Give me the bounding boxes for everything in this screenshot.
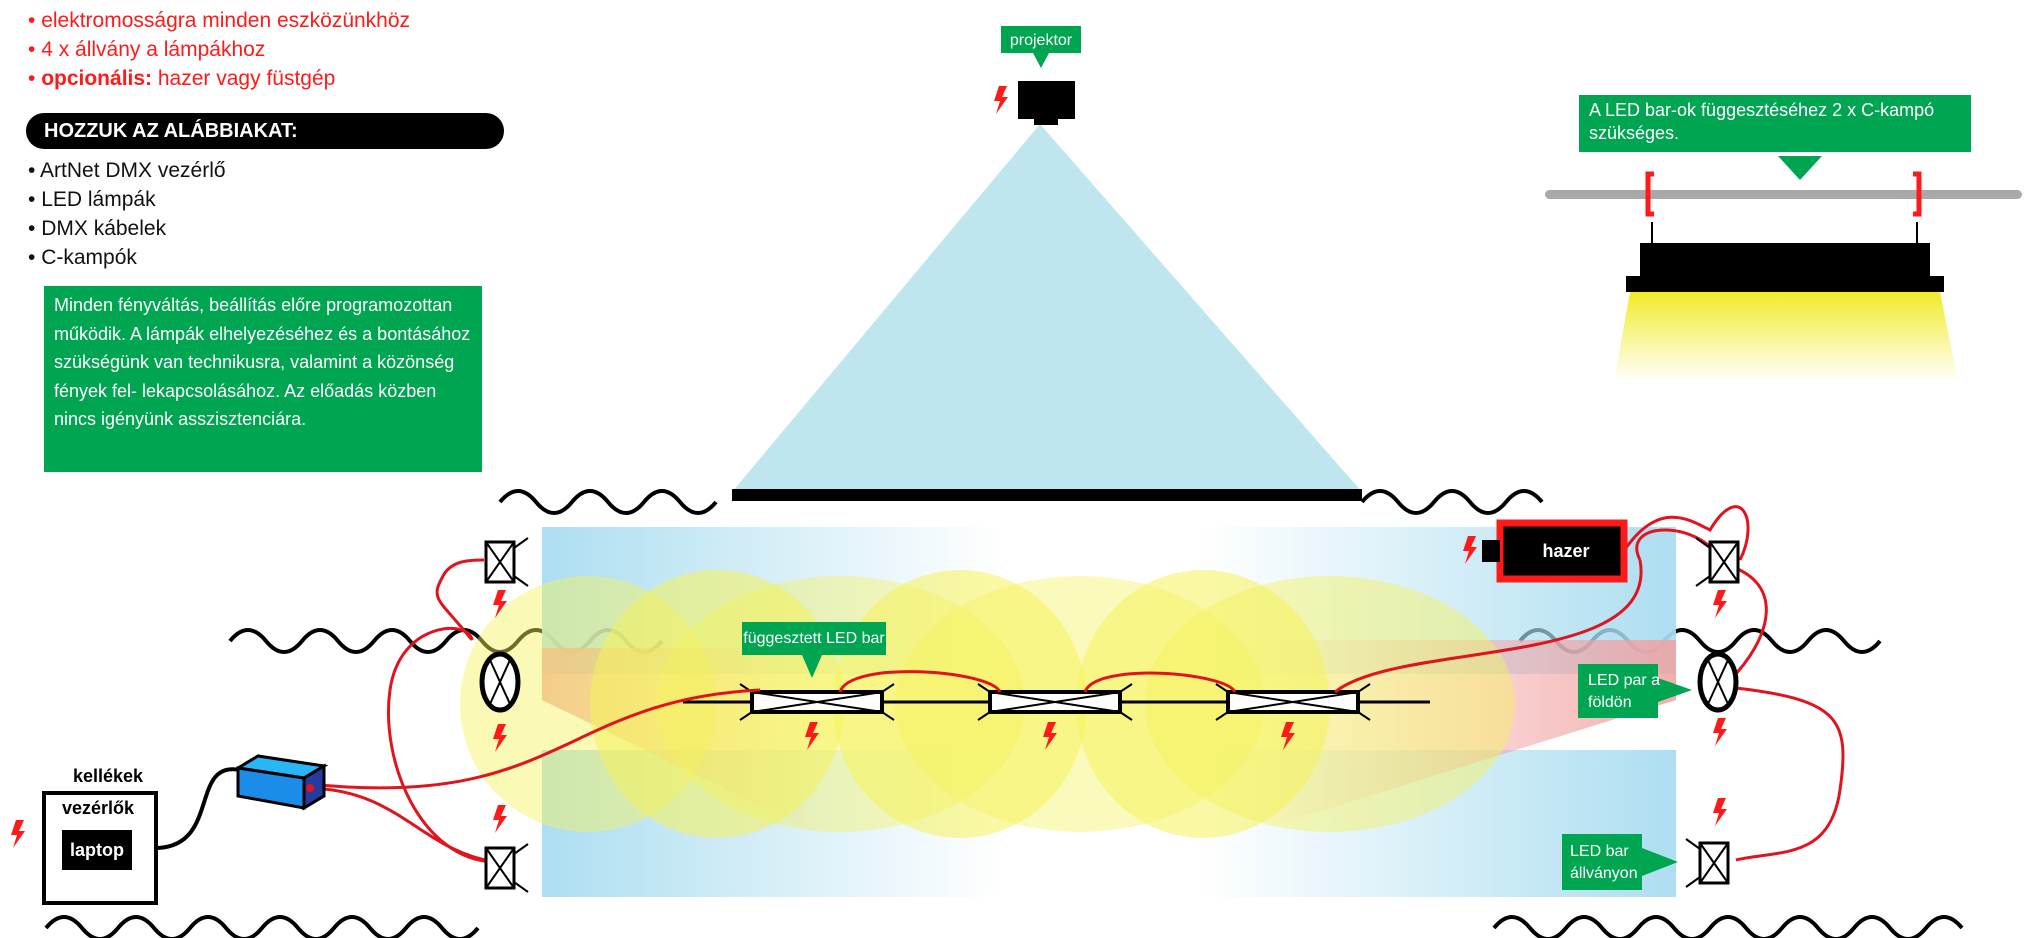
bring-item: DMX kábelek [28, 214, 226, 243]
projector-label: projektor [1010, 32, 1073, 49]
projector-beam [732, 124, 1362, 492]
led-bar-lens [1626, 276, 1944, 292]
bring-item: LED lámpák [28, 185, 226, 214]
power-bolt-icon [1713, 718, 1727, 746]
led-par-icon [479, 651, 521, 713]
dmx-box-icon [233, 754, 329, 811]
led-bar-stand-label-box [1562, 834, 1678, 890]
hazer-icon [1482, 519, 1628, 583]
requirement-item: 4 x állvány a lámpákhoz [28, 35, 410, 64]
led-bar-icon [1685, 838, 1730, 888]
laptop-label: laptop [70, 840, 124, 860]
power-bolt-icon [11, 820, 25, 848]
controllers-label: vezérlők [62, 798, 135, 818]
hanging-led-bar-label-box [742, 622, 886, 678]
power-bolt-icon [1713, 590, 1727, 618]
hanging-pipe [1545, 190, 2022, 199]
c-clamp-illustration [1545, 156, 2022, 382]
led-par-floor-label-box [1578, 664, 1692, 718]
led-bar-icon [977, 683, 1133, 721]
projection-screen [732, 489, 1362, 501]
c-clamp-icon [1645, 171, 1654, 217]
hazer-label: hazer [1542, 541, 1589, 561]
laptop-box [62, 830, 132, 870]
power-bolt-icon [493, 805, 507, 833]
bring-header: HOZZUK AZ ALÁBBIAKAT: [26, 113, 504, 149]
dmx-cables [308, 505, 1845, 864]
power-bolt-icon [994, 86, 1008, 114]
clamp-note: A LED bar-ok függesztéséhez 2 x C-kampó … [1579, 95, 1971, 152]
led-bar-stand-label-line: LED bar állványon [1570, 843, 1638, 882]
led-par-floor-label-line: LED par a földön [1588, 672, 1665, 711]
clamp-note-pointer [1778, 156, 1822, 180]
led-bar-icon [1215, 683, 1371, 721]
requirement-item: elektromosságra minden eszközünkhöz [28, 6, 410, 35]
led-bar-icon [1695, 537, 1740, 587]
props-label: kellékek [73, 766, 144, 786]
info-note: Minden fényváltás, beállítás előre progr… [44, 286, 482, 472]
bring-item: ArtNet DMX vezérlő [28, 156, 226, 185]
bring-list: ArtNet DMX vezérlő LED lámpák DMX kábele… [28, 156, 226, 272]
requirement-item: opcionális: hazer vagy füstgép [28, 64, 410, 93]
projector-label-box [1001, 26, 1081, 68]
led-bar-icon [484, 537, 529, 587]
power-bolt-icon [1713, 798, 1727, 826]
requirements-list: elektromosságra minden eszközünkhöz 4 x … [28, 6, 410, 93]
led-bar-beam [1614, 292, 1958, 382]
led-bar-icon [484, 843, 529, 893]
bring-item: C-kampók [28, 243, 226, 272]
led-bar-icon [739, 683, 895, 721]
c-clamp-icon [1913, 171, 1922, 217]
hanging-led-bar-label: függesztett LED bar [743, 630, 885, 647]
led-par-icon [1697, 651, 1739, 713]
props-area [42, 791, 158, 905]
laptop-cable [157, 767, 241, 850]
led-bar-body [1640, 243, 1930, 276]
projector-icon [1018, 81, 1075, 125]
